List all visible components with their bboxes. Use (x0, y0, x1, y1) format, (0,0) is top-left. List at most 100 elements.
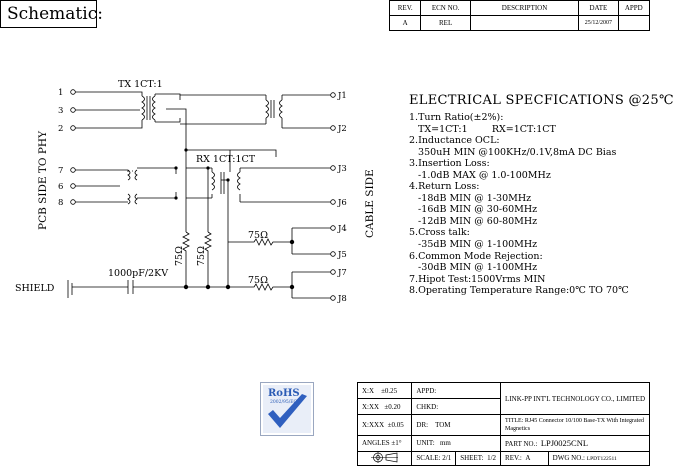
resistor-75-j4-j5 (228, 238, 292, 246)
description-header: DESCRIPTION (469, 0, 580, 16)
scale-label: SCALE: (416, 454, 441, 463)
tol1-value: ±0.25 (381, 386, 398, 395)
spec-line: 4.Return Loss: (409, 181, 480, 193)
spec-line: 2.Inductance OCL: (409, 135, 500, 147)
tx-choke-coil-b (279, 99, 283, 119)
spec-line: 6.Common Mode Rejection: (409, 250, 543, 262)
tol3-cell: X:XXX ±0.05 (356, 414, 413, 436)
date-header: DATE (578, 0, 619, 16)
page-title: Schematic: (0, 0, 103, 28)
rohs-label: RoHS (268, 388, 300, 399)
checkmark-icon (268, 394, 307, 428)
resistor-label-j7: 75Ω (248, 275, 268, 286)
pin-j3-terminal (330, 165, 336, 171)
rx-secondary-coil (237, 171, 241, 191)
appd-header: APPD (617, 0, 651, 16)
tol2-label: X:XX (362, 402, 380, 411)
third-angle-projection-icon (370, 451, 398, 463)
rev-value: A (525, 454, 531, 463)
specs-title: ELECTRICAL SPECFICATIONS @25℃ (409, 93, 674, 108)
spec-line: -16dB MIN @ 30-60MHz (409, 204, 538, 216)
pin-j7-terminal (330, 269, 336, 275)
schematic-diagram: 1 3 2 7 6 8 J1 J2 J3 J6 J4 J5 J7 J8 TX 1… (15, 79, 376, 304)
revision-table: REV. ECN NO. DESCRIPTION DATE APPD A REL… (388, 0, 651, 31)
pin-label-1: 1 (58, 88, 63, 98)
pin-label-j8: J8 (337, 294, 347, 304)
dr-label: DR: (416, 420, 429, 429)
spec-line: -1.0dB MAX @ 1.0-100MHz (409, 169, 551, 181)
rohs-sublabel: 2002/95/EC (270, 399, 297, 405)
angles-value: ±1° (391, 439, 402, 448)
date-value: 25/12/2007 (578, 15, 619, 31)
pin-6-terminal (70, 183, 76, 189)
ecn-header: ECN NO. (420, 0, 471, 16)
pin-label-j3: J3 (337, 164, 347, 174)
title-label: TITLE: (505, 417, 524, 424)
pin-label-6: 6 (58, 182, 63, 192)
appd-cell: APPD: (411, 381, 502, 400)
spec-line: 3.Insertion Loss: (409, 158, 490, 170)
resistor-75-vertical-b (204, 231, 212, 258)
tol1-cell: X:X ±0.25 (356, 381, 413, 400)
pin-1-terminal (70, 89, 76, 95)
pin-label-j6: J6 (337, 198, 347, 208)
pin-j4-terminal (330, 225, 336, 231)
pin-j6-terminal (330, 199, 336, 205)
pin-label-j5: J5 (337, 250, 347, 260)
spec-line: TX=1CT:1 RX=1CT:1CT (409, 123, 556, 135)
spec-line: 7.Hipot Test:1500Vrms MIN (409, 273, 546, 285)
unit-cell: UNIT: mm (411, 434, 502, 452)
pcb-side-label: PCB SIDE TO PHY (37, 130, 49, 230)
dwg-value: LPDT122511 (586, 456, 617, 463)
rx-primary-coil (211, 171, 215, 191)
appd-value (617, 15, 651, 31)
spec-line: 5.Cross talk: (409, 227, 470, 239)
part-label: PART NO.: (505, 440, 538, 449)
projection-symbol-cell (356, 450, 413, 467)
pin-8-terminal (70, 199, 76, 205)
title-value: RJ45 Connector 10/100 Base-TX With Integ… (505, 417, 644, 432)
sheet-label: SHEET: (460, 454, 484, 463)
rx-ratio-label: RX 1CT:1CT (196, 154, 256, 165)
pin-3-terminal (70, 107, 76, 113)
pin-j1-terminal (330, 92, 336, 98)
part-cell: PART NO.: LPJ0025CNL (500, 434, 650, 452)
pin-2-terminal (70, 125, 76, 131)
dr-cell: DR: TOM (411, 414, 502, 436)
tx-secondary-coil (152, 95, 156, 121)
pin-label-8: 8 (58, 198, 63, 208)
rev-cell: REV.: A (500, 450, 549, 467)
pin-label-2: 2 (58, 124, 63, 134)
pin-j5-terminal (330, 251, 336, 257)
spec-line: 1.Turn Ratio(±2%): (409, 112, 504, 123)
spec-line: -30dB MIN @ 1-100MHz (409, 262, 538, 274)
resistor-label-j4: 75Ω (248, 230, 268, 241)
part-value: LPJ0025CNL (540, 438, 589, 449)
sheet-value: 1/2 (487, 454, 497, 463)
resistor-75-j7-j8 (228, 283, 292, 291)
dwg-cell: DWG NO.: LPDT122511 (547, 450, 651, 467)
tx-primary-coil (141, 95, 145, 121)
pin-j8-terminal (330, 295, 336, 301)
specs-list: 1.Turn Ratio(±2%): TX=1CT:1 RX=1CT:1CT 2… (409, 112, 629, 297)
tol2-value: ±0.20 (384, 402, 401, 411)
scale-value: 2/1 (442, 454, 452, 463)
resistor-75-vertical-a (182, 231, 190, 258)
pin-j2-terminal (330, 125, 336, 131)
rohs-logo: RoHS 2002/95/EC (260, 382, 314, 436)
pin-label-j7: J7 (337, 268, 347, 278)
company-name: LINK-PP INT'L TECHNOLOGY CO., LIMITED (500, 381, 650, 416)
tol1-label: X:X (362, 386, 375, 395)
ecn-value: REL (420, 15, 471, 31)
pin-label-3: 3 (58, 106, 63, 116)
spec-line: 8.Operating Temperature Range:0℃ TO 70℃ (409, 285, 629, 297)
chkd-cell: CHKD: (411, 398, 502, 416)
pin-label-j4: J4 (337, 224, 347, 234)
sheet-cell: SHEET: 1/2 (455, 450, 502, 467)
tol3-value: ±0.05 (387, 420, 404, 429)
title-cell: TITLE: RJ45 Connector 10/100 Base-TX Wit… (500, 414, 650, 436)
angles-cell: ANGLES ±1° (356, 434, 413, 452)
description-value (469, 15, 580, 31)
spec-line: -18dB MIN @ 1-30MHz (409, 192, 532, 204)
resistor-label-vertical-b: 75Ω (196, 246, 207, 266)
